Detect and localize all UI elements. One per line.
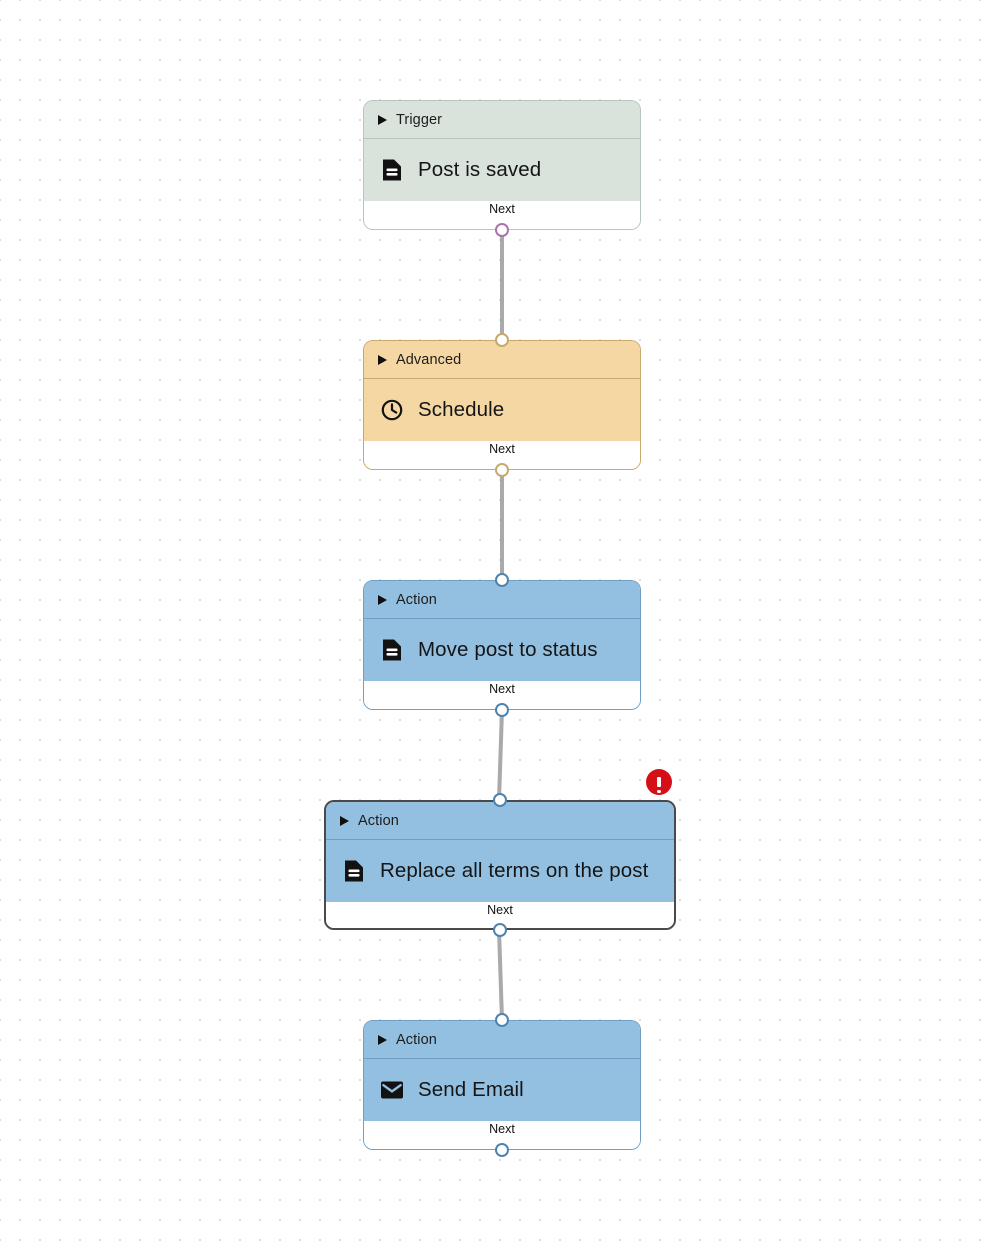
- next-label: Next: [489, 682, 515, 696]
- document-icon: [380, 158, 404, 182]
- node-output-port[interactable]: [493, 923, 507, 937]
- envelope-icon: [380, 1078, 404, 1102]
- workflow-node-replace-all-terms[interactable]: Action Replace all terms on the post Nex…: [324, 793, 676, 937]
- next-label: Next: [489, 202, 515, 216]
- workflow-node-trigger[interactable]: Trigger Post is saved Next: [363, 100, 641, 237]
- workflow-node-move-post-to-status[interactable]: Action Move post to status Next: [363, 573, 641, 717]
- node-header[interactable]: Action: [364, 581, 640, 619]
- node-frame: Action Send Email Next: [363, 1020, 641, 1150]
- node-output-port[interactable]: [495, 463, 509, 477]
- chevron-right-icon[interactable]: [378, 594, 387, 605]
- node-body[interactable]: Replace all terms on the post: [326, 840, 674, 902]
- node-body[interactable]: Post is saved: [364, 139, 640, 201]
- chevron-right-icon[interactable]: [340, 815, 349, 826]
- next-label: Next: [489, 1122, 515, 1136]
- document-icon: [380, 638, 404, 662]
- chevron-right-icon[interactable]: [378, 354, 387, 365]
- node-output-port[interactable]: [495, 703, 509, 717]
- node-title: Replace all terms on the post: [380, 859, 649, 882]
- exclamation-mark: [657, 777, 661, 794]
- node-kind-label: Action: [396, 591, 437, 608]
- node-frame: Action Replace all terms on the post Nex…: [324, 800, 676, 930]
- node-frame: Advanced Schedule Next: [363, 340, 641, 470]
- node-output-port[interactable]: [495, 1143, 509, 1157]
- node-title: Post is saved: [418, 158, 542, 181]
- node-footer[interactable]: Next: [326, 902, 674, 928]
- node-input-port[interactable]: [495, 1013, 509, 1027]
- node-body[interactable]: Schedule: [364, 379, 640, 441]
- clock-icon: [380, 398, 404, 422]
- node-input-port[interactable]: [493, 793, 507, 807]
- node-body[interactable]: Send Email: [364, 1059, 640, 1121]
- node-kind-label: Advanced: [396, 351, 462, 368]
- workflow-node-send-email[interactable]: Action Send Email Next: [363, 1013, 641, 1157]
- next-label: Next: [489, 442, 515, 456]
- edge-replace-terms-to-send-email: [497, 928, 504, 1022]
- node-title: Move post to status: [418, 638, 598, 661]
- node-title: Send Email: [418, 1078, 524, 1101]
- node-input-port[interactable]: [495, 573, 509, 587]
- node-header[interactable]: Action: [364, 1021, 640, 1059]
- node-frame: Trigger Post is saved Next: [363, 100, 641, 230]
- next-label: Next: [487, 903, 513, 917]
- document-icon: [342, 859, 366, 883]
- node-title: Schedule: [418, 398, 505, 421]
- node-kind-label: Action: [358, 812, 399, 829]
- node-input-port[interactable]: [495, 333, 509, 347]
- node-kind-label: Action: [396, 1031, 437, 1048]
- node-header[interactable]: Advanced: [364, 341, 640, 379]
- node-body[interactable]: Move post to status: [364, 619, 640, 681]
- workflow-node-advanced[interactable]: Advanced Schedule Next: [363, 333, 641, 477]
- chevron-right-icon[interactable]: [378, 114, 387, 125]
- node-header[interactable]: Action: [326, 802, 674, 840]
- node-kind-label: Trigger: [396, 111, 443, 128]
- error-badge-icon[interactable]: [646, 769, 672, 795]
- node-frame: Action Move post to status Next: [363, 580, 641, 710]
- edge-move-post-to-replace-terms: [497, 708, 504, 802]
- chevron-right-icon[interactable]: [378, 1034, 387, 1045]
- node-header[interactable]: Trigger: [364, 101, 640, 139]
- node-output-port[interactable]: [495, 223, 509, 237]
